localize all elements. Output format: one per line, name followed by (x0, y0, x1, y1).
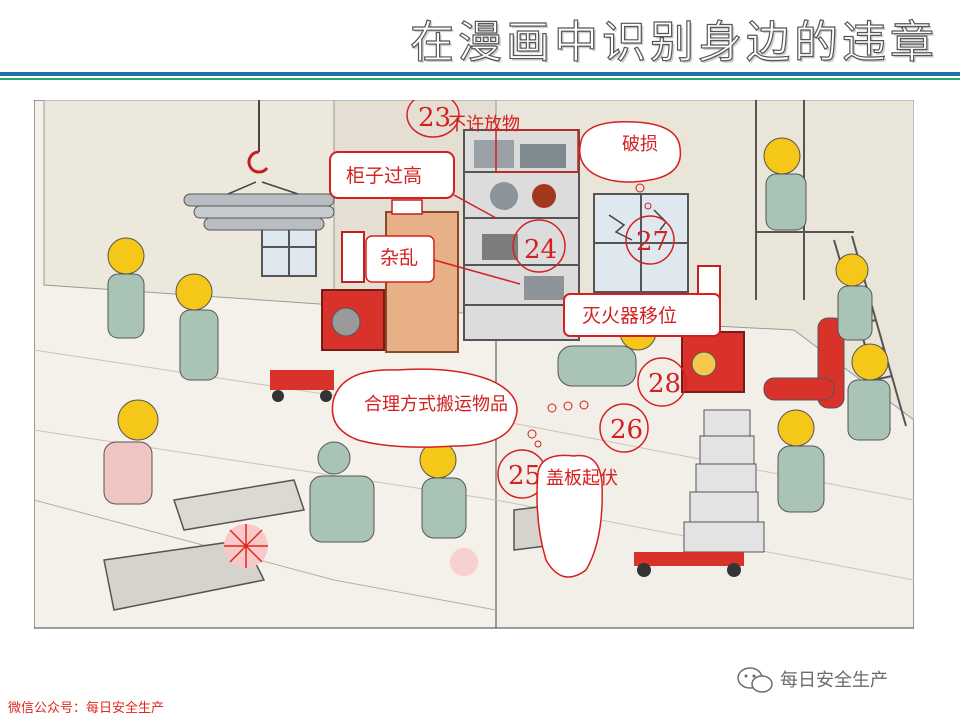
worker-running (847, 343, 891, 441)
callout-27-number: 27 (636, 227, 669, 257)
callout-25-text: 盖板起伏 (546, 468, 618, 489)
welding-machine (681, 331, 745, 393)
workers (103, 137, 891, 543)
worker-ladder (835, 253, 873, 341)
welding-sparks (224, 524, 478, 576)
callout-23-text: 不许放物 (448, 114, 520, 135)
label-messy: 杂乱 (380, 247, 418, 269)
worker-scaffold (763, 137, 807, 231)
worker-welder-left (103, 399, 159, 505)
slide-title: 在漫画中识别身边的违章 (409, 16, 938, 68)
hand-cart-left (270, 370, 334, 402)
stacked-boxes (634, 409, 765, 577)
callout-28-text: 灭火器移位 (582, 305, 677, 327)
violation-cartoon: 23 不许放物 柜子过高 杂乱 24 破损 27 灭火器移位 28 合理方式搬运… (34, 100, 914, 629)
worker-cart (777, 409, 825, 513)
worker-1 (107, 237, 145, 339)
callout-25-number: 25 (508, 461, 541, 491)
worker-grinder (309, 441, 375, 543)
callout-28-number: 28 (648, 369, 681, 399)
title-divider-green (0, 78, 960, 80)
label-cabinet-too-high: 柜子过高 (346, 165, 422, 187)
callout-26-number: 26 (610, 415, 643, 445)
tall-cabinet (463, 129, 580, 341)
crane-hook-load (183, 100, 335, 231)
watermark: 每日安全生产 (737, 667, 888, 693)
callout-27-text-vertical: 破损 (622, 134, 658, 155)
red-machine (321, 289, 385, 351)
svg-text:破损: 破损 (622, 134, 658, 155)
hydrant-sign (341, 231, 365, 283)
callout-24-number: 24 (524, 235, 557, 265)
title-divider-blue (0, 72, 960, 76)
callout-23-number: 23 (418, 103, 451, 133)
annotations: 23 不许放物 柜子过高 杂乱 24 破损 27 灭火器移位 28 合理方式搬运… (329, 100, 721, 578)
worker-kneeling (419, 441, 467, 539)
watermark-text: 每日安全生产 (780, 670, 888, 691)
wechat-account-footer: 微信公众号：每日安全生产 (8, 701, 165, 716)
worker-2 (175, 273, 219, 381)
wechat-icon (737, 667, 773, 693)
broken-window (593, 193, 689, 293)
callout-26-text: 合理方式搬运物品 (364, 394, 508, 415)
gas-cylinders (763, 317, 845, 409)
